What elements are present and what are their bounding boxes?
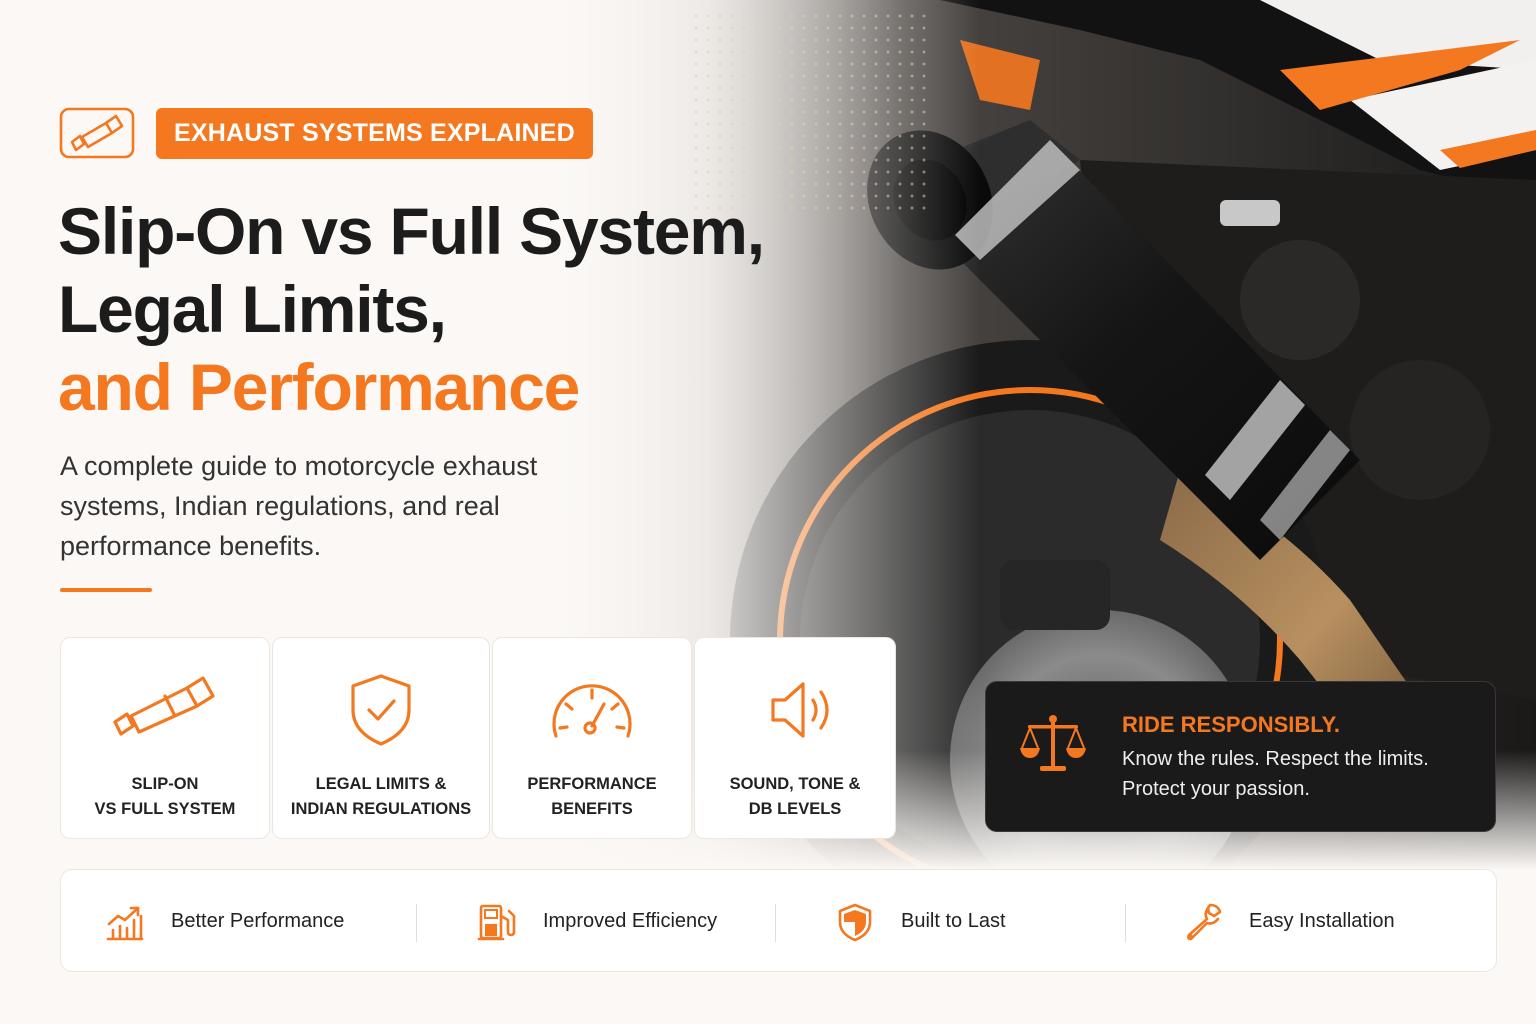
page-title: Slip-On vs Full System, Legal Limits, an…: [58, 192, 818, 426]
callout-title: RIDE RESPONSIBLY.: [1122, 712, 1341, 737]
wrench-icon: [1187, 903, 1222, 940]
divider: [775, 904, 776, 942]
benefits-bar: Better Performance Improved Efficiency: [60, 869, 1497, 972]
card-label-line-1: SLIP-ON: [131, 775, 199, 793]
exhaust-pipe-icon: [113, 676, 215, 736]
divider: [1125, 904, 1126, 942]
benefit-better-performance: Better Performance: [105, 870, 344, 973]
card-sound-tone-db[interactable]: SOUND, TONE & DB LEVELS: [694, 637, 896, 839]
speaker-icon: [771, 682, 829, 738]
accent-divider: [60, 588, 152, 592]
benefit-label: Improved Efficiency: [543, 910, 718, 932]
benefit-built-to-last: Built to Last: [835, 870, 1006, 973]
speedometer-icon: [552, 684, 632, 738]
callout-line-1: Know the rules. Respect the limits.: [1122, 748, 1429, 770]
growth-chart-icon: [106, 906, 144, 940]
card-slip-on-vs-full-system[interactable]: SLIP-ON VS FULL SYSTEM: [60, 637, 270, 839]
card-label-line-1: LEGAL LIMITS &: [315, 775, 447, 793]
benefit-improved-efficiency: Improved Efficiency: [477, 870, 717, 973]
page-subtitle: A complete guide to motorcycle exhaust s…: [60, 451, 538, 561]
exhaust-pipe-icon: [59, 107, 135, 159]
card-label-line-2: INDIAN REGULATIONS: [290, 800, 472, 818]
card-label-line-2: VS FULL SYSTEM: [94, 800, 236, 818]
benefit-label: Easy Installation: [1249, 910, 1395, 932]
shield-check-icon: [351, 674, 411, 746]
fuel-pump-icon: [477, 904, 516, 940]
dot-pattern: [690, 10, 930, 210]
header-tag-row: EXHAUST SYSTEMS EXPLAINED: [58, 106, 593, 160]
callout-line-2: Protect your passion.: [1122, 778, 1310, 800]
category-tag: EXHAUST SYSTEMS EXPLAINED: [156, 107, 593, 159]
card-label-line-1: SOUND, TONE &: [729, 775, 861, 793]
card-label-line-2: DB LEVELS: [748, 800, 842, 818]
title-line-1: Slip-On vs Full System,: [58, 194, 765, 268]
title-line-2: Legal Limits,: [58, 272, 447, 346]
benefit-easy-installation: Easy Installation: [1183, 870, 1395, 973]
title-line-3: and Performance: [58, 350, 580, 424]
card-label-line-2: BENEFITS: [551, 800, 633, 818]
card-performance-benefits[interactable]: PERFORMANCE BENEFITS: [492, 637, 692, 839]
scales-icon: [1020, 715, 1086, 771]
ride-responsibly-callout: RIDE RESPONSIBLY. Know the rules. Respec…: [985, 681, 1496, 832]
shield-icon: [838, 903, 872, 941]
benefit-label: Better Performance: [171, 910, 345, 932]
divider: [416, 904, 417, 942]
card-label-line-1: PERFORMANCE: [527, 775, 657, 793]
benefit-label: Built to Last: [901, 910, 1006, 932]
card-legal-limits[interactable]: LEGAL LIMITS & INDIAN REGULATIONS: [272, 637, 490, 839]
